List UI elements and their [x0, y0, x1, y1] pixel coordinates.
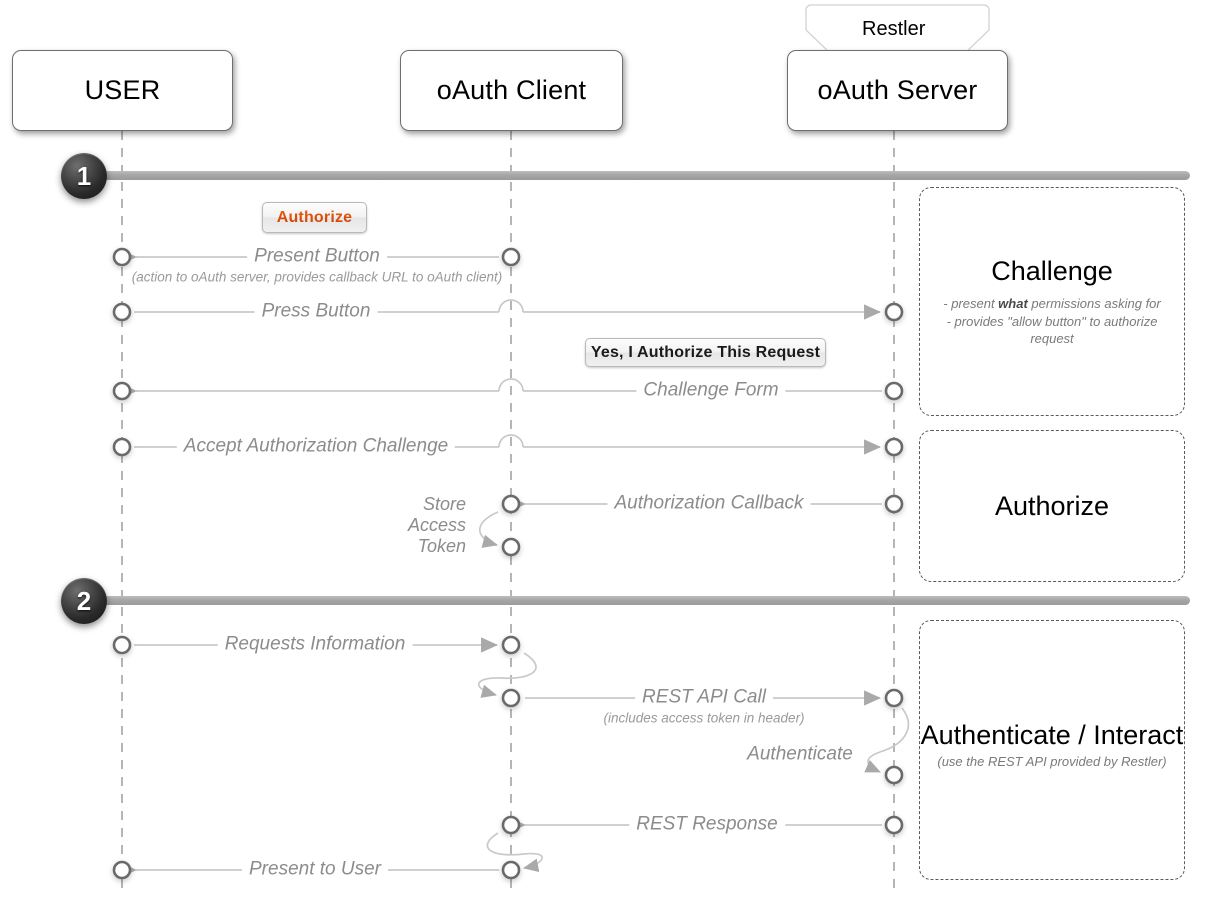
- step-marker-2: 2: [61, 578, 107, 624]
- step-marker-2-number: 2: [76, 586, 92, 616]
- arrow-client-internal-hop-2: [486, 832, 543, 872]
- phase-sub-line-1: - present what permissions asking for: [943, 296, 1161, 311]
- node-user-present-to-user: [112, 860, 132, 880]
- message-label-authenticate: Authenticate: [740, 744, 860, 766]
- store-token-line-2: Access: [407, 515, 466, 536]
- message-label-present-to-user: Present to User: [242, 859, 388, 881]
- restler-callout-label: Restler: [862, 18, 926, 40]
- actor-label-oauth-client: oAuth Client: [436, 75, 587, 105]
- phase-title-authenticate: Authenticate / Interact: [920, 720, 1184, 750]
- arrow-store-access-token: [478, 511, 499, 548]
- node-client-rest-response: [501, 815, 521, 835]
- message-sublabel-present-button: (action to oAuth server, provides callba…: [126, 270, 508, 286]
- accept-authorize-button-label: Yes, I Authorize This Request: [590, 343, 821, 361]
- node-client-requests-information: [501, 635, 521, 655]
- actor-box-oauth-server[interactable]: oAuth Server: [787, 50, 1008, 131]
- node-client-present-to-user: [501, 860, 521, 880]
- phase-title-challenge: Challenge: [991, 256, 1113, 286]
- phase-box-challenge: Challenge - present what permissions ask…: [919, 187, 1185, 416]
- occurrence-nodes: [112, 247, 904, 880]
- node-client-present-button: [501, 247, 521, 267]
- step-marker-1-number: 1: [76, 161, 92, 191]
- message-label-rest-response: REST Response: [629, 814, 785, 836]
- arrow-authenticate: [864, 707, 910, 773]
- step-marker-1: 1: [61, 153, 107, 199]
- node-client-rest-api-call: [501, 688, 521, 708]
- arrow-press-button: [134, 300, 880, 312]
- message-label-rest-api-call: REST API Call: [635, 687, 773, 709]
- node-user-present-button: [112, 247, 132, 267]
- store-token-line-3: Token: [417, 536, 466, 557]
- node-server-accept-challenge: [884, 437, 904, 457]
- message-sublabel-rest-api-call: (includes access token in header): [598, 711, 810, 727]
- phase-box-authorize: Authorize: [919, 430, 1185, 582]
- actor-label-user: USER: [84, 75, 161, 105]
- phase-box-authenticate: Authenticate / Interact (use the REST AP…: [919, 620, 1185, 880]
- actor-box-oauth-client[interactable]: oAuth Client: [400, 50, 623, 131]
- message-label-store-access-token: Store Access Token: [408, 494, 466, 558]
- node-server-press-button: [884, 302, 904, 322]
- message-label-challenge-form: Challenge Form: [636, 380, 786, 402]
- store-token-line-1: Store: [422, 494, 466, 515]
- actor-box-user[interactable]: USER: [12, 50, 233, 131]
- phase-divider-bars: [98, 171, 1190, 605]
- authorize-button[interactable]: Authorize: [262, 202, 367, 233]
- phase-title-authorize: Authorize: [994, 490, 1110, 521]
- authorize-button-label: Authorize: [276, 208, 353, 226]
- message-label-accept-authorization-challenge: Accept Authorization Challenge: [176, 436, 456, 458]
- node-server-rest-api-call: [884, 688, 904, 708]
- node-user-accept-challenge: [112, 437, 132, 457]
- node-server-challenge-form: [884, 381, 904, 401]
- node-user-press-button: [112, 302, 132, 322]
- node-user-requests-information: [112, 635, 132, 655]
- node-server-authorization-callback: [884, 494, 904, 514]
- phase-sub-line-3: request: [1030, 331, 1074, 347]
- node-client-store-access-token: [501, 537, 521, 557]
- node-server-authenticate: [884, 765, 904, 785]
- node-client-authorization-callback: [501, 494, 521, 514]
- phase-subtitle-challenge: - present what permissions asking for - …: [929, 295, 1175, 348]
- node-server-rest-response: [884, 815, 904, 835]
- node-user-challenge-form: [112, 381, 132, 401]
- message-label-present-button: Present Button: [247, 246, 387, 268]
- arrow-client-internal-hop: [477, 652, 537, 698]
- message-label-requests-information: Requests Information: [217, 634, 413, 656]
- message-label-press-button: Press Button: [254, 301, 378, 323]
- accept-authorize-button[interactable]: Yes, I Authorize This Request: [585, 338, 826, 367]
- actor-label-oauth-server: oAuth Server: [817, 75, 978, 105]
- message-label-authorization-callback: Authorization Callback: [607, 493, 811, 515]
- phase-subtitle-authenticate: (use the REST API provided by Restler): [937, 754, 1167, 769]
- phase-sub-line-2: - provides "allow button" to authorize: [946, 313, 1158, 329]
